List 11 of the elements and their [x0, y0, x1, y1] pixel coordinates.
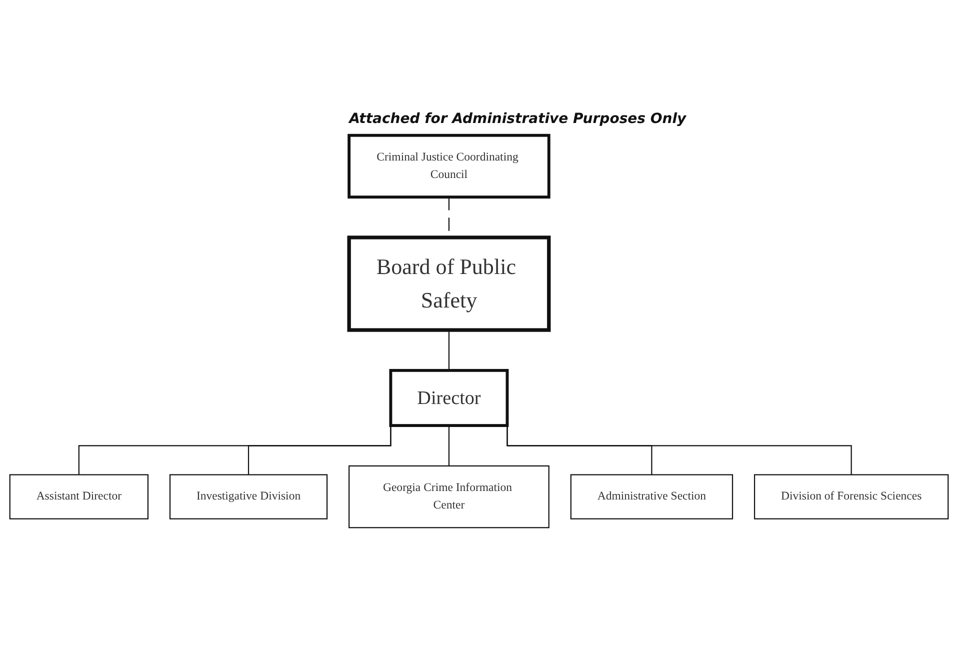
node-box: Administrative Section — [570, 474, 734, 519]
node-box: Criminal Justice Coordinating Council — [348, 133, 550, 198]
node-box: Assistant Director — [9, 474, 149, 519]
node-box: Board of Public Safety — [347, 235, 551, 332]
node-box: Georgia Crime Information Center — [348, 464, 550, 528]
connector — [448, 425, 450, 466]
node-box: Division of Forensic Sciences — [754, 474, 949, 519]
connector — [448, 330, 450, 370]
note-text: Attached for Administrative Purposes Only — [349, 110, 686, 127]
node-box: Director — [389, 368, 509, 426]
node-box: Investigative Division — [169, 474, 328, 519]
